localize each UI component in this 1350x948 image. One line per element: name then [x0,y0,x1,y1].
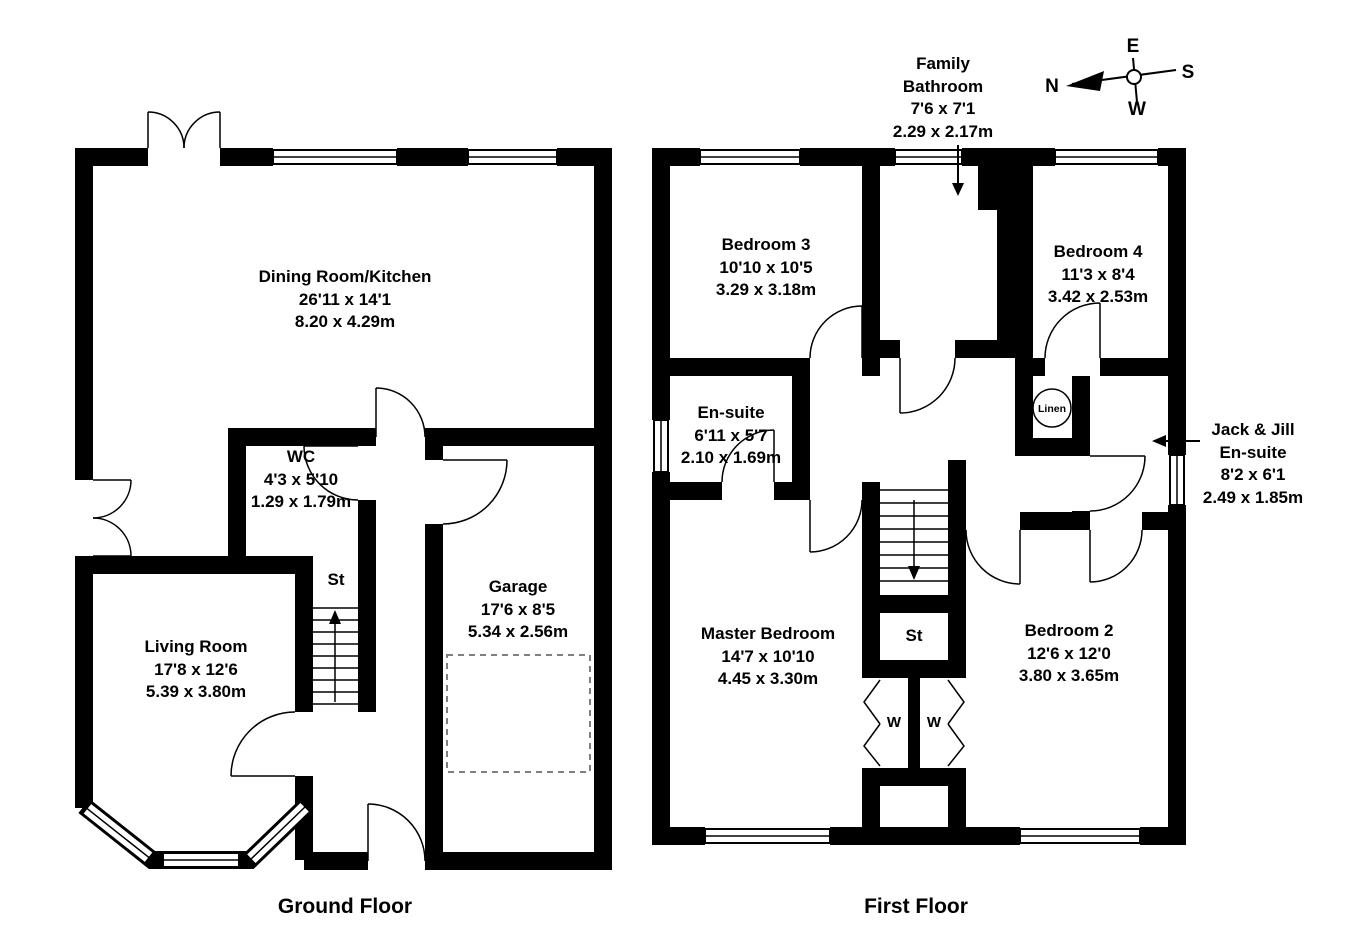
room-name: Garage [488,577,548,596]
first-floor-plan [652,145,1200,845]
room-dim-imperial: 10'10 x 10'5 [719,257,813,277]
ground-doors [92,111,508,862]
floor-title-first: First Floor [864,895,968,918]
compass-label-s: S [1182,62,1195,83]
room-name-line2: En-suite [1219,442,1287,462]
bay-window-right [244,800,312,866]
compass-label-w: W [1128,99,1146,120]
room-name: St [905,626,923,645]
room-dim-imperial: 6'11 x 5'7 [694,425,768,445]
room-name: Bedroom 3 [721,235,811,254]
room-dim-metric: 8.20 x 4.29m [294,312,396,331]
room-name: Linen [1038,403,1066,415]
room-label-wardrobe1: W [887,712,901,735]
room-dim-metric: 3.42 x 2.53m [1047,287,1149,306]
room-label-living: Living Room 17'8 x 12'6 5.39 x 3.80m [145,636,248,704]
room-label-family-bathroom: Family Bathroom 7'6 x 7'1 2.29 x 2.17m [893,53,993,143]
ground-floor-plan [75,111,612,870]
first-stairs [880,489,948,582]
room-label-dining: Dining Room/Kitchen 26'11 x 14'1 8.20 x … [259,266,432,334]
room-dim-imperial: 4'3 x 5'10 [263,469,339,489]
room-dim-imperial: 11'3 x 8'4 [1061,264,1135,284]
compass-label-n: N [1045,76,1059,97]
bathroom-arrow [952,145,964,196]
room-dim-imperial: 17'8 x 12'6 [154,659,238,679]
room-dim-imperial: 26'11 x 14'1 [298,289,392,309]
stairs-up-arrow [329,610,341,702]
room-label-ensuite: En-suite 6'11 x 5'7 2.10 x 1.69m [681,402,781,470]
room-dim-metric: 3.29 x 3.18m [715,280,817,299]
room-name-line2: Bathroom [902,76,984,96]
room-dim-metric: 4.45 x 3.30m [717,669,819,688]
first-walls [652,148,1186,845]
room-name-line1: Jack & Jill [1211,420,1295,439]
room-label-wardrobe2: W [927,712,941,735]
room-label-garage: Garage 17'6 x 8'5 5.34 x 2.56m [468,576,568,644]
room-name: Dining Room/Kitchen [258,267,432,286]
compass-label-e: E [1127,36,1140,57]
room-name-line1: Family [916,54,970,73]
room-label-storage-first: St [906,625,923,648]
room-label-storage-ground: St [328,569,345,592]
room-label-bedroom3: Bedroom 3 10'10 x 10'5 3.29 x 3.18m [716,234,816,302]
room-dim-imperial: 14'7 x 10'10 [721,646,815,666]
room-name: En-suite [697,403,765,422]
room-name: W [926,714,942,731]
first-windows [653,149,1185,844]
room-label-bedroom2: Bedroom 2 12'6 x 12'0 3.80 x 3.65m [1019,620,1119,688]
room-dim-metric: 3.80 x 3.65m [1018,666,1120,685]
bay-window-left [80,801,156,865]
room-dim-metric: 5.34 x 2.56m [467,622,569,641]
room-name: Bedroom 2 [1024,621,1114,640]
room-name: St [327,570,345,589]
room-label-linen: Linen [1038,403,1066,415]
room-dim-metric: 2.29 x 2.17m [892,121,994,141]
room-label-bedroom4: Bedroom 4 11'3 x 8'4 3.42 x 2.53m [1048,241,1148,309]
first-doors [721,302,1146,585]
room-name: Master Bedroom [700,624,836,643]
room-label-master: Master Bedroom 14'7 x 10'10 4.45 x 3.30m [701,623,835,691]
room-dim-metric: 5.39 x 3.80m [145,682,247,701]
room-dim-imperial: 7'6 x 7'1 [910,99,976,118]
compass: E N S W [1045,36,1194,120]
room-name: WC [286,447,316,466]
linen-circle [1032,388,1072,428]
room-dim-metric: 2.10 x 1.69m [680,448,782,467]
wardrobe-bifold-doors [863,679,965,767]
floor-title-ground: Ground Floor [277,895,413,918]
room-dim-imperial: 17'6 x 8'5 [480,599,556,619]
stairs-down-arrow [908,500,920,580]
ground-stairs [313,607,358,705]
room-name: Living Room [144,637,248,656]
room-name: Bedroom 4 [1053,242,1143,261]
room-label-wc: WC 4'3 x 5'10 1.29 x 1.79m [251,446,351,514]
ground-walls [75,148,612,870]
compass-needle [1066,71,1104,91]
room-dim-imperial: 12'6 x 12'0 [1027,643,1111,663]
room-name: W [886,714,902,731]
garage-dashed-outline [446,654,591,773]
room-dim-imperial: 8'2 x 6'1 [1220,465,1286,484]
ground-windows [80,149,558,868]
room-dim-metric: 2.49 x 1.85m [1202,487,1304,507]
jack-jill-arrow [1152,435,1200,447]
room-dim-metric: 1.29 x 1.79m [250,492,352,511]
room-label-jack-and-jill: Jack & Jill En-suite 8'2 x 6'1 2.49 x 1.… [1203,419,1303,509]
